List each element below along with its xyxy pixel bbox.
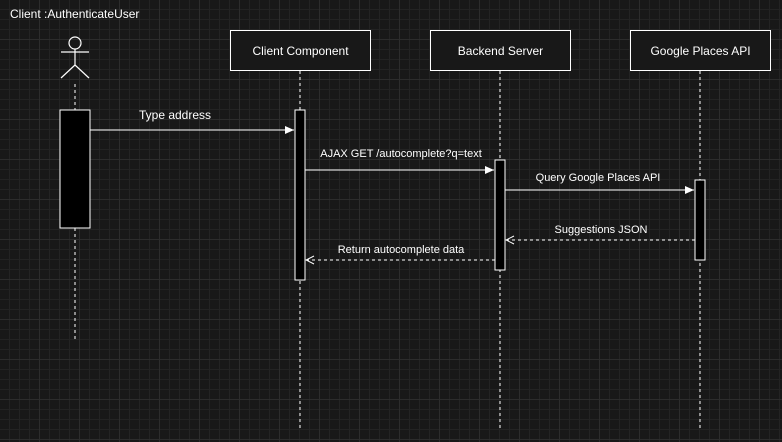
participant-label: Google Places API [650,43,751,58]
message-label-suggestions-json: Suggestions JSON [554,224,648,236]
activation-google [694,179,706,261]
message-label-ajax-get: AJAX GET /autocomplete?q=text [320,148,482,160]
activation-backend [494,159,506,271]
participant-google-places-api: Google Places API [630,30,771,71]
participant-label: Backend Server [457,43,544,58]
message-label-query-google: Query Google Places API [535,172,661,184]
participant-label: Client Component [252,43,349,58]
diagram-title: Client :AuthenticateUser [10,7,140,21]
message-label-type-address: Type address [138,108,212,122]
message-label-return-data: Return autocomplete data [337,244,465,256]
activation-user [59,109,91,229]
participant-backend-server: Backend Server [430,30,571,71]
participant-client-component: Client Component [230,30,371,71]
activation-client [294,109,306,281]
user-actor-icon [60,36,90,79]
